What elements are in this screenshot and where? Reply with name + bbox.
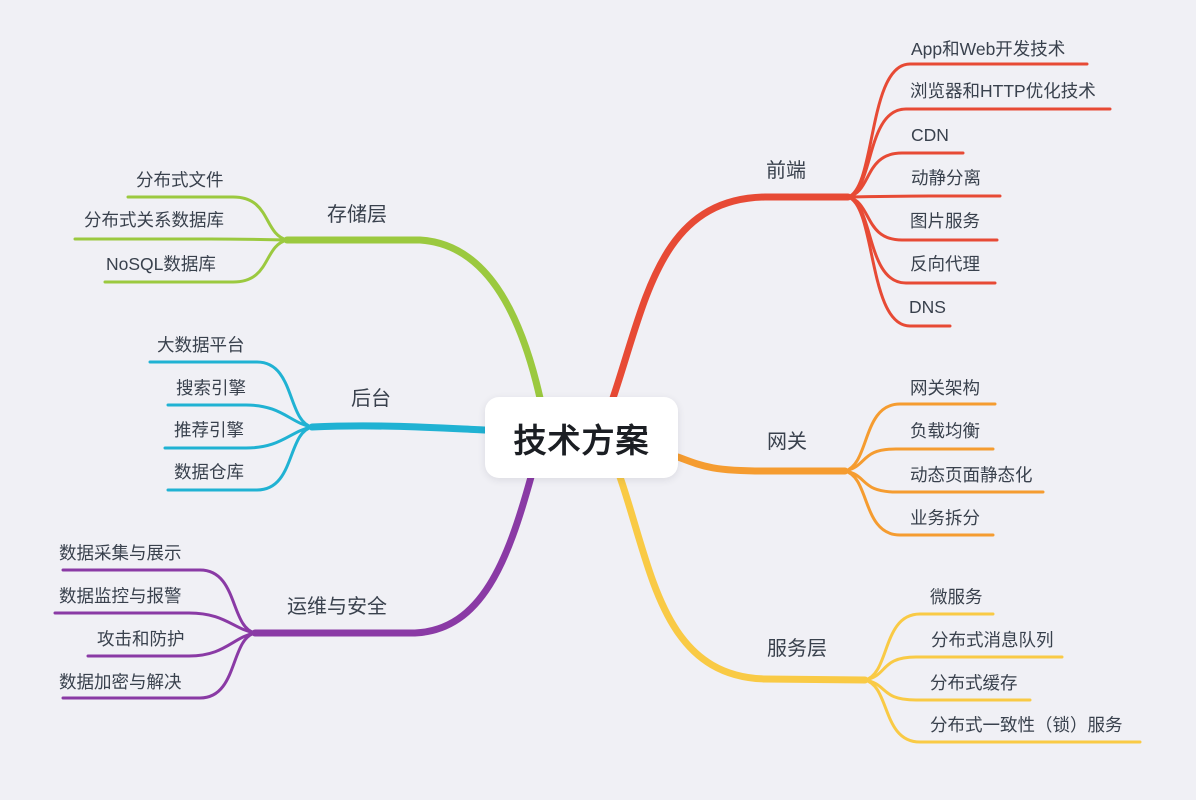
branch-lines-storage-layer [73,195,544,402]
frontend-child-node[interactable]: 反向代理 [910,254,980,274]
child-line [73,237,289,242]
branch-node-ops-security[interactable]: 运维与安全 [287,596,387,618]
child-line [863,678,1142,744]
child-line [103,238,289,284]
branch-line-gateway [674,453,849,475]
child-line [846,194,1002,199]
child-line [843,447,995,473]
branch-line-service-layer [616,473,869,684]
branch-line-ops-security [251,473,535,637]
branch-node-gateway[interactable]: 网关 [767,431,807,453]
gateway-child-node[interactable]: 业务拆分 [910,508,980,528]
child-line [846,151,965,199]
branch-lines-frontend [609,62,1112,402]
frontend-child-node[interactable]: CDN [911,125,949,145]
child-line [126,195,289,242]
frontend-child-node[interactable]: DNS [909,297,946,317]
child-line [61,631,257,700]
branch-line-storage-layer [283,236,544,402]
ops-security-child-node[interactable]: 数据监控与报警 [59,586,182,606]
child-line [61,568,257,635]
service-layer-child-node[interactable]: 分布式消息队列 [931,630,1054,650]
service-layer-child-node[interactable]: 微服务 [930,587,983,607]
child-line [863,655,1064,682]
backend-child-node[interactable]: 搜索引擎 [176,378,246,398]
ops-security-child-node[interactable]: 攻击和防护 [97,629,185,649]
root-node[interactable]: 技术方案 [485,397,678,478]
branch-node-frontend[interactable]: 前端 [766,160,806,182]
branch-line-frontend [609,193,852,402]
branch-node-service-layer[interactable]: 服务层 [767,638,827,660]
child-line [148,360,314,429]
storage-layer-child-node[interactable]: 分布式文件 [136,170,224,190]
ops-security-child-node[interactable]: 数据加密与解决 [59,672,182,692]
child-line [843,469,995,537]
storage-layer-child-node[interactable]: 分布式关系数据库 [84,210,224,230]
backend-child-node[interactable]: 推荐引擎 [174,420,244,440]
branch-lines-ops-security [53,473,535,700]
storage-layer-child-node[interactable]: NoSQL数据库 [106,254,216,274]
child-line [846,195,952,328]
child-line [863,612,995,682]
backend-child-node[interactable]: 大数据平台 [157,335,245,355]
branch-line-backend [308,422,490,434]
ops-security-child-node[interactable]: 数据采集与展示 [59,543,182,563]
frontend-child-node[interactable]: App和Web开发技术 [911,39,1066,59]
gateway-child-node[interactable]: 动态页面静态化 [910,465,1033,485]
frontend-child-node[interactable]: 浏览器和HTTP优化技术 [910,81,1096,101]
branch-node-backend[interactable]: 后台 [351,388,391,410]
branch-lines-backend [148,360,490,492]
child-line [53,611,257,635]
branch-lines-service-layer [616,473,1142,744]
branch-node-storage-layer[interactable]: 存储层 [327,204,387,226]
branch-lines-gateway [674,402,1045,537]
backend-child-node[interactable]: 数据仓库 [174,462,244,482]
gateway-child-node[interactable]: 网关架构 [910,378,980,398]
root-node-label: 技术方案 [513,421,650,459]
service-layer-child-node[interactable]: 分布式缓存 [930,673,1018,693]
gateway-child-node[interactable]: 负载均衡 [910,421,980,441]
child-line [843,402,997,473]
frontend-child-node[interactable]: 图片服务 [910,211,980,231]
child-line [166,425,314,492]
child-line [846,107,1112,199]
child-line [166,403,314,429]
service-layer-child-node[interactable]: 分布式一致性（锁）服务 [930,715,1123,735]
frontend-child-node[interactable]: 动静分离 [911,168,981,188]
